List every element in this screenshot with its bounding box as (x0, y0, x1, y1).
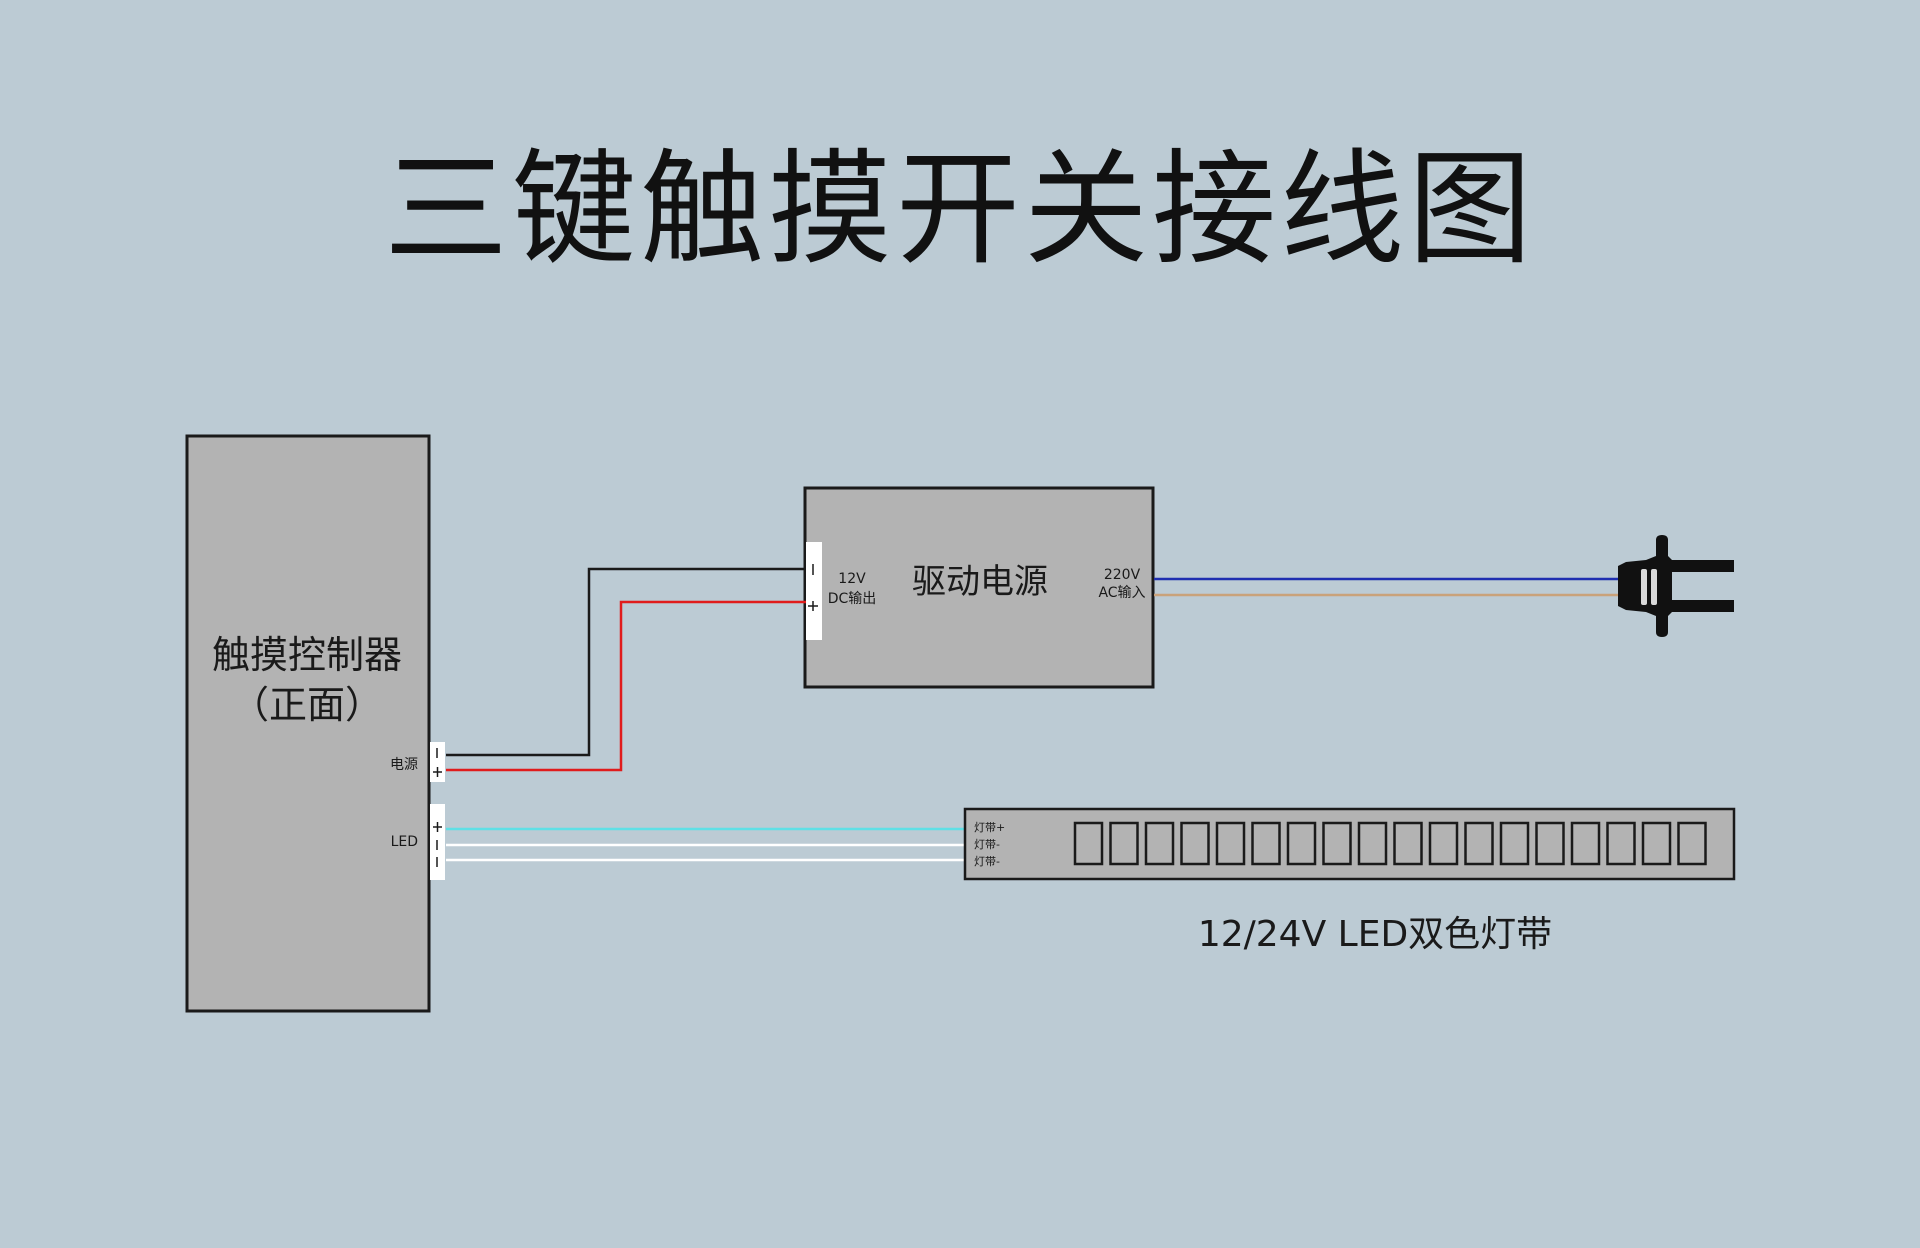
led-cell (1606, 821, 1636, 866)
psu-ac-voltage: 220V (1103, 567, 1141, 583)
led-cell (1109, 821, 1139, 866)
led-strip-name: 12/24V LED双色灯带 (1197, 914, 1553, 955)
psu-dc-label: DC输出 (827, 591, 877, 607)
led-cell (1641, 821, 1672, 866)
led-cell (1357, 821, 1388, 866)
led-cell (1535, 821, 1565, 866)
controller-box (185, 434, 431, 1013)
controller-name: 触摸控制器 (211, 633, 402, 677)
controller-led-positive-sign (433, 822, 442, 832)
ac-plug-icon (1618, 535, 1734, 637)
led-cell (1393, 821, 1423, 866)
diagram-title: 三键触摸开关接线图 (383, 138, 1536, 282)
led-cell (1073, 821, 1104, 866)
wire-dc-positive (446, 600, 806, 772)
led-cell (1180, 821, 1210, 866)
controller-power-positive-sign (433, 767, 442, 777)
controller-led-port-label: LED (390, 834, 418, 850)
psu-ac-label: AC输入 (1098, 585, 1146, 601)
led-cell (1144, 821, 1175, 866)
controller-subtitle: （正面） (230, 683, 383, 727)
led-cell (1464, 821, 1494, 866)
strip-terminal-plus: 灯带+ (974, 821, 1006, 834)
strip-terminal-minus-1: 灯带- (974, 838, 1000, 851)
strip-terminal-minus-2: 灯带- (974, 855, 1000, 868)
led-cell (1286, 821, 1317, 866)
psu-dc-voltage: 12V (838, 571, 866, 587)
psu-positive-sign (808, 601, 818, 611)
controller-power-port-label: 电源 (390, 757, 418, 773)
led-cell (1428, 821, 1459, 866)
led-cell (1251, 821, 1281, 866)
wire-dc-negative (446, 567, 806, 757)
led-cell (1322, 821, 1352, 866)
led-cell (1499, 821, 1530, 866)
led-cell (1215, 821, 1246, 866)
power-supply-name: 驱动电源 (912, 562, 1048, 602)
led-cell (1570, 821, 1601, 866)
psu-dc-terminal (806, 542, 822, 640)
led-strip-cells (1073, 821, 1707, 866)
led-cell (1677, 821, 1707, 866)
power-supply-box (803, 486, 1155, 689)
